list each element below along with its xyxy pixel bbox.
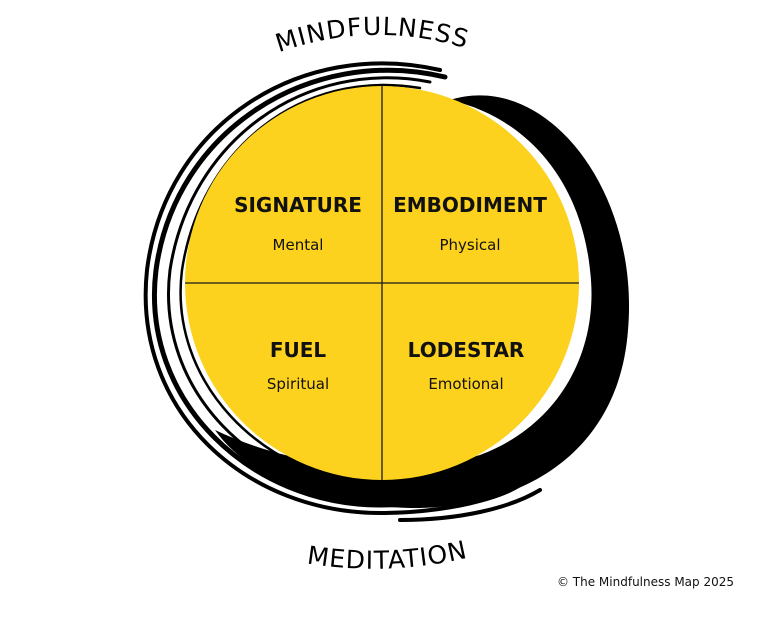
- quadrant-subtitle: Mental: [273, 236, 324, 254]
- quadrant-fuel: FUEL Spiritual: [267, 338, 329, 393]
- top-arc-label: MINDFULNESS: [272, 12, 473, 58]
- quadrant-signature: SIGNATURE Mental: [234, 193, 362, 254]
- quadrant-subtitle: Emotional: [428, 375, 503, 393]
- quadrant-title: EMBODIMENT: [393, 193, 547, 217]
- quadrant-subtitle: Spiritual: [267, 375, 329, 393]
- quadrant-embodiment: EMBODIMENT Physical: [393, 193, 547, 254]
- brush-stroke-crescent: [215, 95, 630, 509]
- quadrant-subtitle: Physical: [439, 236, 500, 254]
- quadrant-title: LODESTAR: [408, 338, 525, 362]
- bottom-arc-label: MEDITATION: [305, 535, 469, 575]
- quadrant-title: SIGNATURE: [234, 193, 362, 217]
- quadrant-title: FUEL: [270, 338, 327, 362]
- brush-stroke-rings: [143, 61, 542, 522]
- quadrant-lodestar: LODESTAR Emotional: [408, 338, 525, 393]
- copyright-notice: © The Mindfulness Map 2025: [556, 575, 734, 589]
